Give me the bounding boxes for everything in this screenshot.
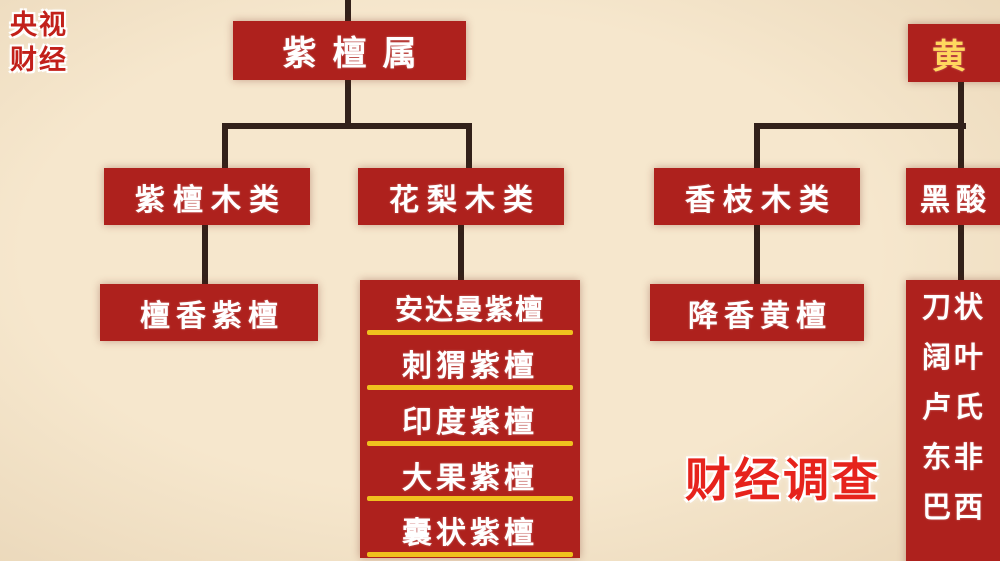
connector-to-huali-class: [466, 123, 472, 171]
species-item: 大果紫檀: [360, 447, 580, 503]
species-label: 刀状: [922, 290, 987, 324]
node-zitan-wood-class: 紫檀木类: [104, 168, 310, 225]
node-huali-wood-class: 花梨木类: [358, 168, 564, 225]
species-item: 印度紫檀: [360, 391, 580, 447]
logo-line-1: 央视: [10, 10, 68, 41]
yellow-underline: [366, 385, 574, 391]
logo-line-2: 财经: [10, 45, 68, 77]
cctv-finance-logo: 央视 财经: [10, 8, 68, 78]
species-label: 囊状紫檀: [402, 516, 538, 552]
connector-left-horizontal: [222, 123, 472, 129]
yellow-underline: [366, 496, 574, 502]
species-item: 阔叶: [906, 330, 1000, 380]
connector-xiangzhi-leaf: [754, 223, 760, 286]
yellow-underline: [366, 440, 574, 446]
connector-huali-leaf: [458, 223, 464, 282]
connector-right-root-down: [958, 82, 964, 127]
node-tanxiang-zitan: 檀香紫檀: [100, 284, 318, 341]
species-label: 东非: [922, 440, 987, 474]
connector-root-down: [345, 79, 351, 127]
node-jiangxiang-huangtan: 降香黄檀: [650, 284, 864, 341]
caijing-diaocha-watermark: 财经调查: [685, 453, 881, 507]
species-item: 刺猬紫檀: [360, 336, 580, 392]
species-item: 卢氏: [906, 380, 1000, 430]
species-item: 刀状: [906, 280, 1000, 330]
node-heisuanzhi-wood-class: 黑酸: [906, 168, 1000, 225]
connector-to-xiangzhi-class: [754, 123, 760, 171]
connector-right-horizontal: [754, 123, 966, 129]
species-label: 阔叶: [922, 340, 987, 374]
huali-species-list: 安达曼紫檀 刺猬紫檀 印度紫檀 大果紫檀 囊状紫檀: [360, 280, 580, 558]
species-label: 印度紫檀: [402, 404, 538, 440]
connector-to-zitan-class: [222, 123, 228, 171]
species-item: 囊状紫檀: [360, 502, 580, 558]
species-label: 大果紫檀: [402, 460, 538, 496]
species-item: 安达曼紫檀: [360, 280, 580, 336]
species-label: 巴西: [922, 490, 987, 524]
species-item: 东非: [906, 430, 1000, 480]
species-label: 卢氏: [922, 390, 987, 424]
yellow-underline: [366, 551, 574, 557]
node-xiangzhi-wood-class: 香枝木类: [654, 168, 860, 225]
connector-zitan-leaf: [202, 223, 208, 286]
heisuanzhi-species-list: 刀状 阔叶 卢氏 东非 巴西: [906, 280, 1000, 561]
yellow-underline: [366, 329, 574, 335]
node-zitan-genus: 紫檀属: [233, 21, 466, 80]
connector-root-up: [345, 0, 351, 22]
species-label: 刺猬紫檀: [402, 349, 538, 385]
connector-to-heisuan-class: [958, 123, 964, 171]
species-item: 巴西: [906, 480, 1000, 530]
connector-heisuan-leaf: [958, 223, 964, 282]
species-label: 安达曼紫檀: [394, 292, 545, 326]
node-huangtan-genus: 黄: [908, 24, 1000, 82]
